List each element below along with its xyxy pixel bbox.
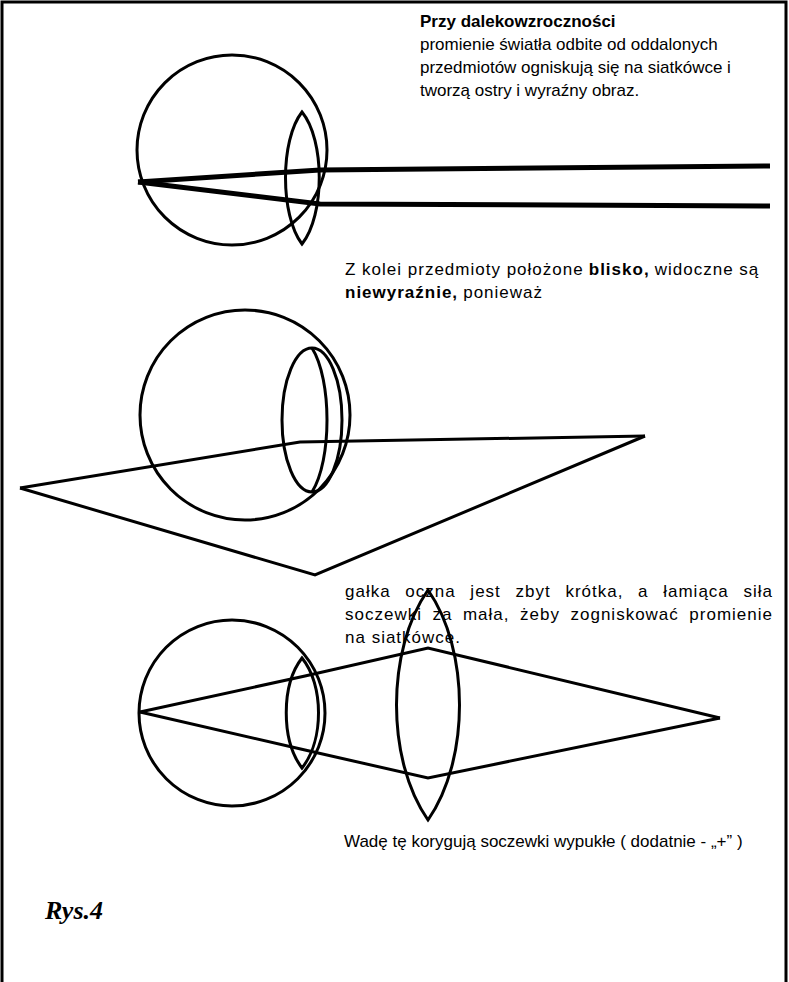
description-text: gałka oczna jest zbyt krótka, a łamiąca … (345, 582, 773, 647)
eye-lens (286, 112, 320, 244)
description-text: blisko, (589, 260, 650, 279)
description-text: Z kolei przedmioty położone (345, 260, 584, 279)
description-text: niewyraźnie, (345, 283, 458, 302)
light-ray (138, 166, 770, 182)
figure-caption: Rys.4 (45, 895, 103, 927)
text-block: Wadę tę korygują soczewki wypukłe ( doda… (344, 830, 764, 853)
caption: Rys.4 (45, 896, 103, 925)
light-ray (20, 436, 645, 488)
eyeball (139, 620, 325, 806)
heading: Przy dalekowzroczności (420, 10, 775, 33)
text-block: Przy dalekowzrocznościpromienie światła … (420, 10, 775, 102)
description-text: ponieważ (463, 283, 543, 302)
convex-lens (397, 590, 460, 820)
light-ray (20, 436, 645, 575)
description-text: Wadę tę korygują soczewki wypukłe ( doda… (344, 832, 743, 851)
description-text: promienie światła odbite od oddalonych p… (420, 33, 775, 102)
eyeball (140, 310, 350, 520)
eye-lens (282, 348, 342, 492)
description-text: widoczne są (655, 260, 760, 279)
light-ray (140, 648, 720, 718)
eye-lens (312, 348, 327, 492)
eyeball (137, 55, 327, 245)
light-ray (140, 712, 720, 778)
text-block: gałka oczna jest zbyt krótka, a łamiąca … (345, 580, 773, 649)
text-block: Z kolei przedmioty położone blisko, widocz… (345, 258, 773, 304)
light-ray (138, 182, 770, 206)
